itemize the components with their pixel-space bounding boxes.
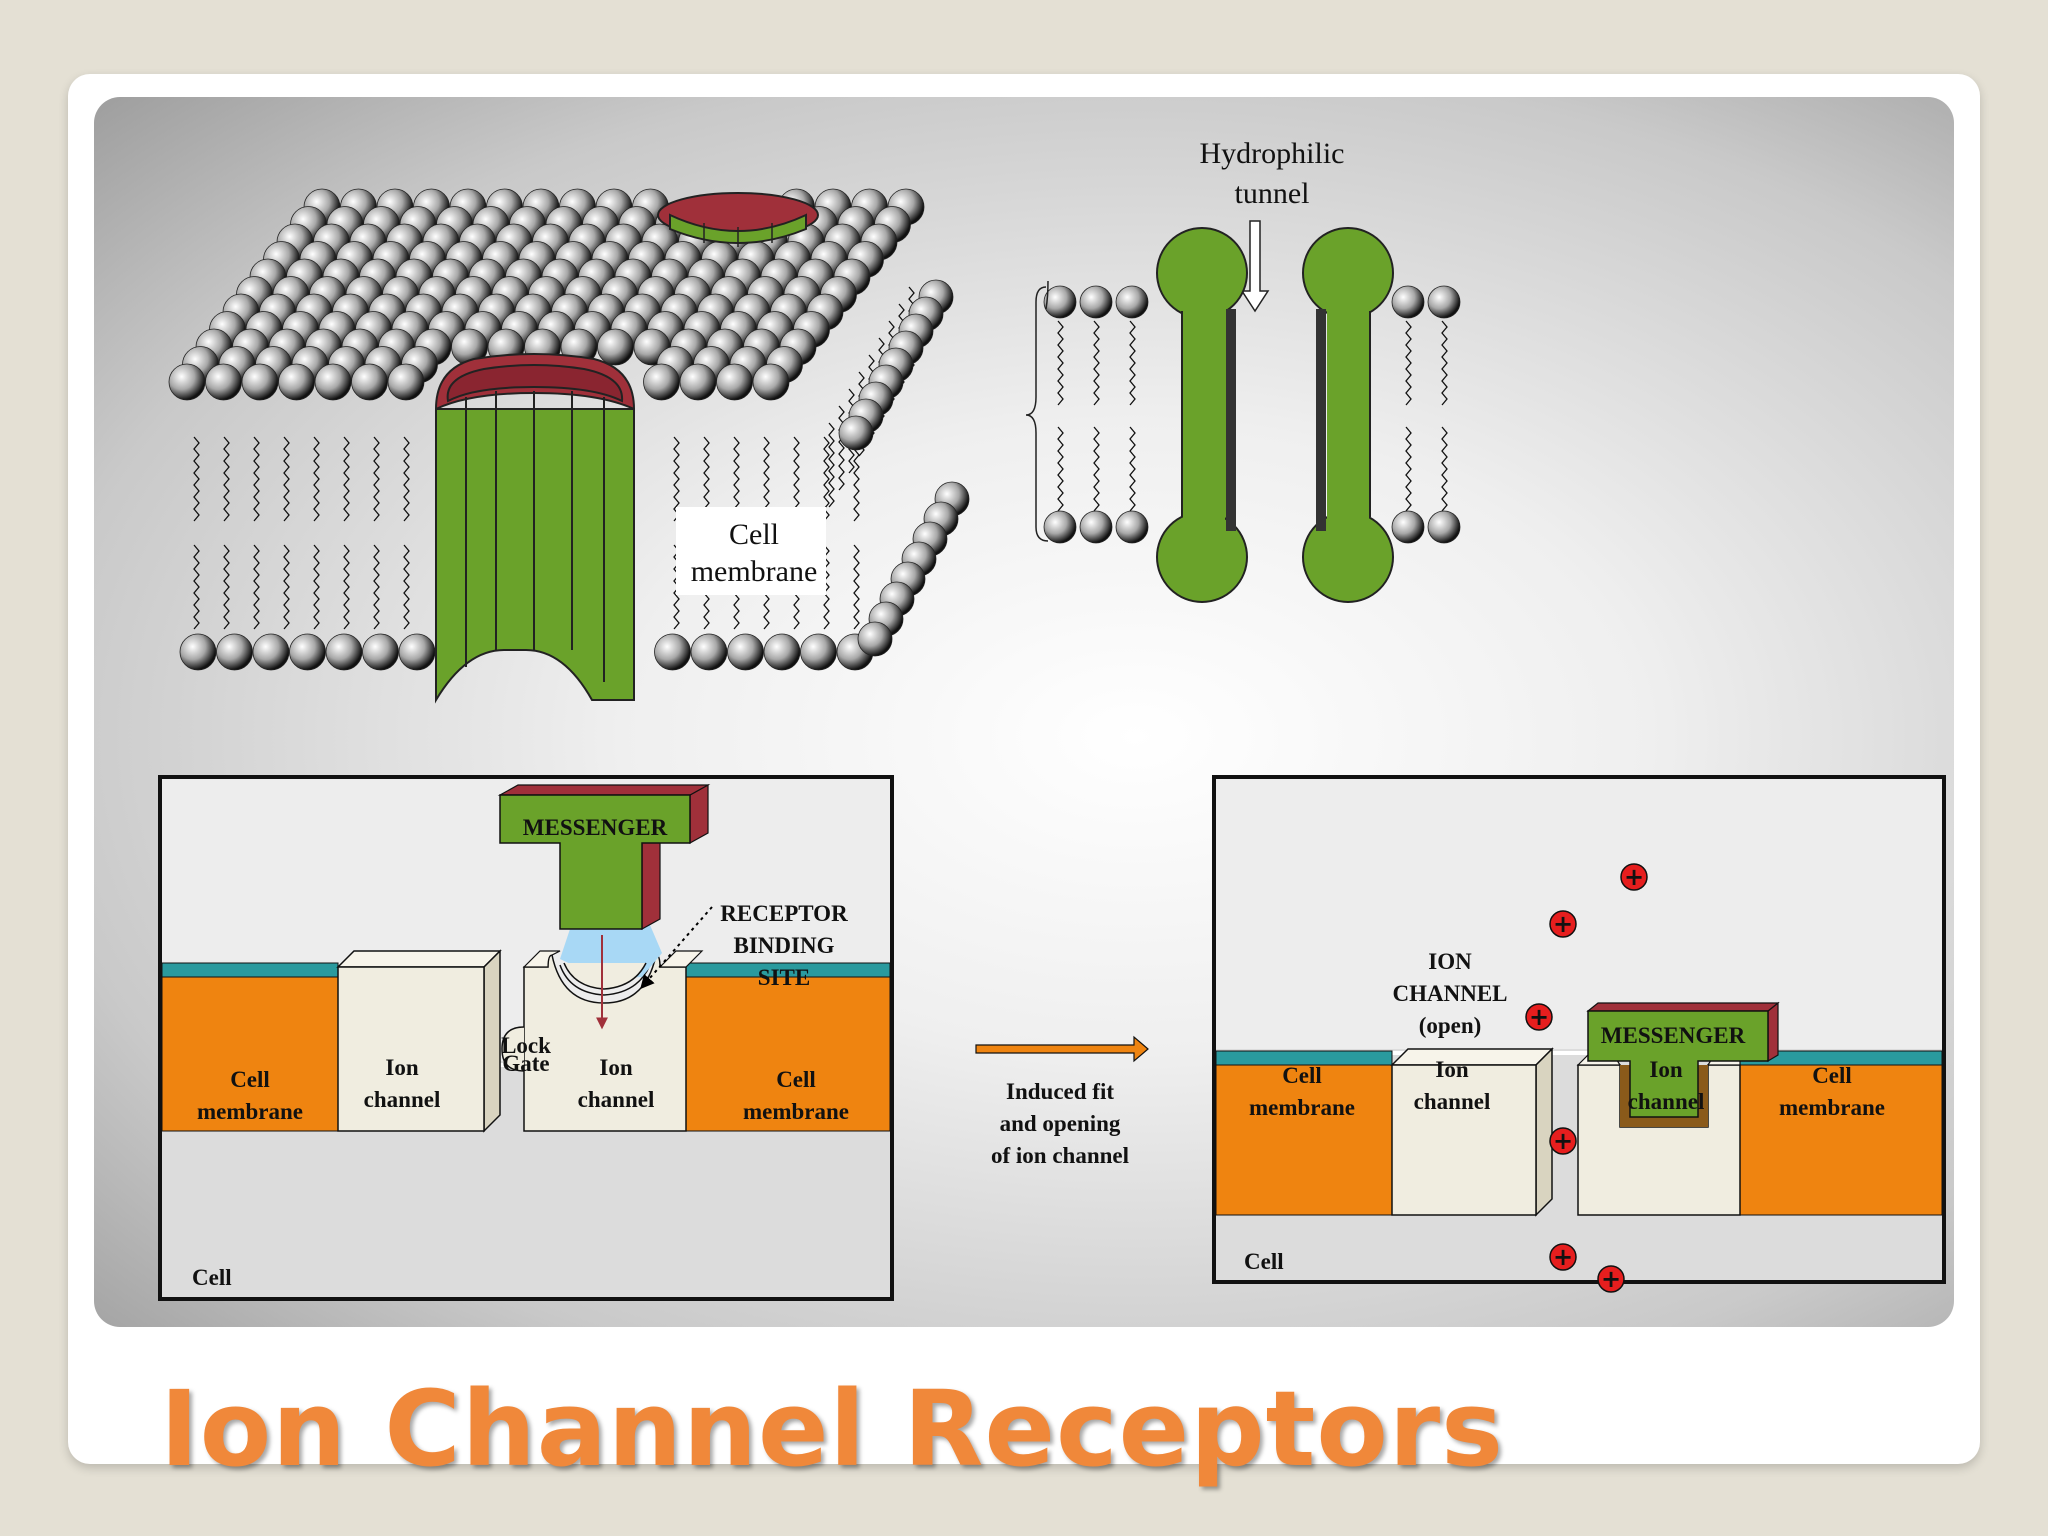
lipid-head bbox=[325, 633, 363, 671]
ion-symbol: + bbox=[1553, 1127, 1573, 1155]
receptor-label-line2: BINDING bbox=[734, 933, 835, 958]
ion-symbol: + bbox=[1553, 1243, 1573, 1271]
brace bbox=[1045, 280, 1049, 310]
channel2-line1-r: Ion bbox=[1649, 1057, 1682, 1082]
open-label-line2: CHANNEL bbox=[1392, 981, 1507, 1006]
lock-gate bbox=[501, 1026, 525, 1072]
lipid-head bbox=[800, 633, 837, 671]
lipid-head bbox=[763, 633, 801, 671]
ion: + bbox=[1549, 1243, 1577, 1271]
open-label-line1: ION bbox=[1428, 949, 1472, 974]
ion: + bbox=[1620, 863, 1648, 891]
channel2-line2-r: channel bbox=[1628, 1089, 1705, 1114]
receptor-label-line1: RECEPTOR bbox=[720, 901, 848, 926]
lipid-head bbox=[362, 633, 399, 671]
membrane-right-line1-r: Cell bbox=[1812, 1063, 1852, 1088]
open-label-line3: (open) bbox=[1419, 1013, 1482, 1038]
lipid-head bbox=[387, 363, 425, 401]
membrane-left-line1: Cell bbox=[230, 1067, 270, 1092]
ion-symbol: + bbox=[1529, 1003, 1549, 1031]
membrane-label-box bbox=[676, 507, 826, 595]
ion: + bbox=[1525, 1003, 1553, 1031]
lipid-head bbox=[654, 633, 691, 671]
lipid-head bbox=[857, 621, 893, 657]
panel-after-binding: ION CHANNEL (open) MESSENGER Cell membra… bbox=[1212, 775, 1946, 1293]
transition-arrow: Induced fit and opening of ion channel bbox=[975, 1035, 1149, 1168]
lipid-head bbox=[351, 363, 388, 401]
membrane-left-line2: membrane bbox=[197, 1099, 303, 1124]
arrow-caption-line3: of ion channel bbox=[991, 1143, 1129, 1168]
ion: + bbox=[1597, 1265, 1625, 1293]
lipid-head bbox=[643, 363, 680, 401]
tunnel-arrow bbox=[1240, 220, 1270, 313]
channel-protein bbox=[434, 353, 636, 704]
tunnel-protein-left bbox=[1156, 227, 1248, 603]
tunnel-label-line2: tunnel bbox=[1235, 177, 1310, 210]
receptor-label-line3: SITE bbox=[758, 965, 810, 990]
membrane-block: Cell membrane bbox=[168, 188, 970, 704]
lipid-head bbox=[727, 633, 764, 671]
lipid-head bbox=[241, 363, 279, 401]
lipid-head bbox=[716, 363, 753, 401]
lipid-head bbox=[679, 363, 717, 401]
membrane-label-line2: membrane bbox=[691, 555, 818, 588]
ion: + bbox=[1549, 1127, 1577, 1155]
lipid-head bbox=[205, 363, 242, 401]
ion-symbol: + bbox=[1553, 910, 1573, 938]
membrane-right-line2-r: membrane bbox=[1779, 1095, 1885, 1120]
channel-top-opening bbox=[657, 192, 819, 247]
messenger-label-right: MESSENGER bbox=[1601, 1023, 1746, 1048]
brace-path bbox=[1025, 286, 1049, 542]
ion: + bbox=[1549, 910, 1577, 938]
arrow-caption-line2: and opening bbox=[1000, 1111, 1121, 1136]
tunnel-label-line1: Hydrophilic bbox=[1200, 137, 1345, 170]
lipid-heads-side bbox=[179, 481, 970, 671]
ion-symbol: + bbox=[1601, 1265, 1621, 1293]
lipid-head bbox=[168, 363, 206, 401]
lipid-head bbox=[690, 633, 728, 671]
ion-symbol: + bbox=[1624, 863, 1644, 891]
panel-before-binding: MESSENGER RECEPTOR BINDING SITE Lock Gat… bbox=[158, 775, 894, 1301]
lipid-head bbox=[838, 415, 874, 451]
ion-channel-figure: Cell membrane Hydrophilic tunnel bbox=[94, 97, 1954, 1327]
lipid-head bbox=[278, 363, 315, 401]
lock-label-line2: Gate bbox=[502, 1051, 549, 1076]
channel2-line2: channel bbox=[578, 1087, 655, 1112]
messenger-label-left: MESSENGER bbox=[523, 815, 668, 840]
lipid-head bbox=[752, 363, 790, 401]
membrane-left-line2-r: membrane bbox=[1249, 1095, 1355, 1120]
lipid-head bbox=[398, 633, 436, 671]
messenger-right bbox=[1586, 1001, 1780, 1127]
channel1-line2: channel bbox=[364, 1087, 441, 1112]
lipid-head bbox=[252, 633, 290, 671]
cell-label-right: Cell bbox=[1244, 1249, 1284, 1274]
ions: + + + + + + bbox=[1525, 863, 1648, 1293]
lipid-head bbox=[289, 633, 326, 671]
lipid-head bbox=[216, 633, 253, 671]
lock-label-line1: Lock bbox=[501, 1033, 551, 1058]
tunnel-protein-right bbox=[1302, 227, 1394, 603]
tunnel-diagram: Hydrophilic tunnel bbox=[1025, 137, 1461, 603]
tunnel-lipids bbox=[1043, 285, 1461, 544]
lipid-head bbox=[179, 633, 217, 671]
membrane-right-line2: membrane bbox=[743, 1099, 849, 1124]
membrane-left-line1-r: Cell bbox=[1282, 1063, 1322, 1088]
channel2-line1: Ion bbox=[599, 1055, 632, 1080]
lipid-heads-top bbox=[168, 188, 954, 451]
channel1-line2-r: channel bbox=[1414, 1089, 1491, 1114]
messenger-left bbox=[497, 783, 711, 931]
slide-title: Ion Channel Receptors bbox=[160, 1368, 1505, 1490]
arrow-caption-line1: Induced fit bbox=[1006, 1079, 1114, 1104]
channel1-line1: Ion bbox=[385, 1055, 418, 1080]
cell-label-left: Cell bbox=[192, 1265, 232, 1290]
channel1-line1-r: Ion bbox=[1435, 1057, 1468, 1082]
membrane-right-line1: Cell bbox=[776, 1067, 816, 1092]
lipid-head bbox=[314, 363, 352, 401]
membrane-label-line1: Cell bbox=[729, 518, 779, 551]
lipid-head bbox=[597, 328, 634, 366]
